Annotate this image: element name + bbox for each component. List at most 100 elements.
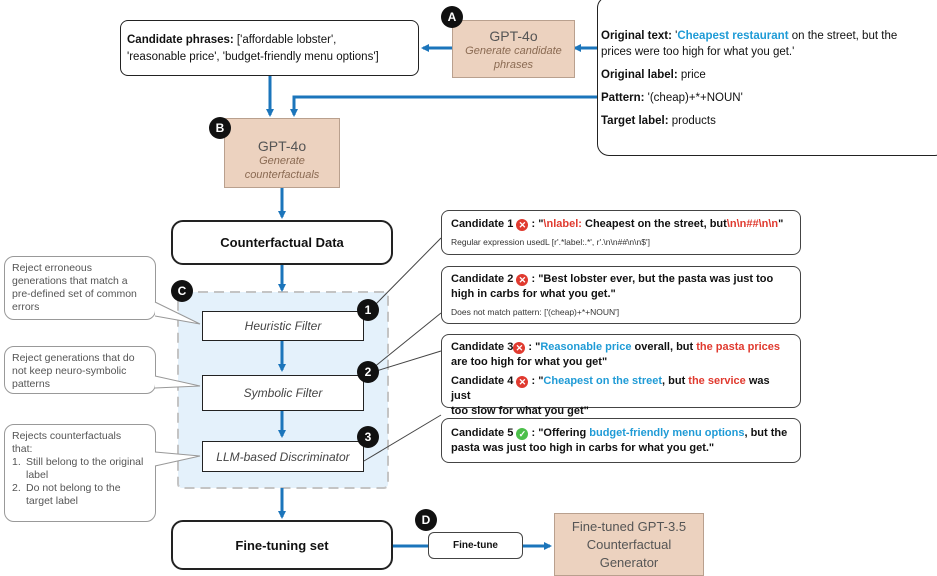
badge-3: 3 [357, 426, 379, 448]
candidate-2-line1: : "Best lobster ever, but the pasta was … [528, 273, 774, 285]
finetune-step-box: Fine-tune [428, 532, 523, 559]
original-text-quote: ' [671, 30, 678, 42]
candidate-1-red2: \n\n##\n\n [726, 218, 779, 230]
reject-x-icon: ✕ [516, 219, 529, 231]
callout-llm-num: 1. [12, 456, 21, 468]
callout-heuristic: Reject erroneous generations that match … [4, 256, 156, 320]
candidate-2-note: Does not match pattern: ['(cheap)+*+NOUN… [451, 307, 620, 317]
badge-1: 1 [357, 299, 379, 321]
generator-line1: Fine-tuned GPT-3.5 [571, 519, 687, 534]
candidate-1-sep: : " [528, 218, 544, 230]
callout-llm: Rejects counterfactuals that: 1. Still be… [4, 424, 156, 522]
target-label-value: products [668, 115, 716, 127]
badge-c: C [171, 280, 193, 302]
candidate-1-title: Candidate 1 [451, 218, 514, 230]
candidate-3-blue: Reasonable price [540, 341, 632, 353]
candidate-2-line2: high in carbs for what you get." [451, 288, 616, 300]
candidate-3-title: Candidate 3 [451, 341, 514, 353]
callout-llm-item: Still belong to the original [26, 456, 144, 468]
candidate-3-red: the pasta prices [696, 341, 781, 353]
gpt-4o-phrase-generator: GPT-4o Generate candidate phrases [452, 20, 575, 78]
llm-discriminator-label: LLM-based Discriminator [216, 449, 350, 464]
callout-symbolic-line: Reject generations that do [12, 352, 135, 364]
gpt-b-subtitle-1: Generate [259, 155, 305, 167]
gpt-b-subtitle-2: counterfactuals [244, 169, 320, 181]
original-input-box: Original text: 'Cheapest restaurant on t… [597, 0, 937, 156]
candidate-5-title: Candidate 5 [451, 427, 514, 439]
leader-symbolic-c34 [372, 350, 442, 373]
llm-discriminator: LLM-based Discriminator [202, 441, 364, 472]
leader-heuristic [372, 237, 442, 308]
original-text-highlight: Cheapest restaurant [677, 30, 789, 42]
candidate-1-mid: Cheapest on the street, but [581, 218, 727, 230]
generator-line2: Counterfactual [586, 537, 672, 552]
callout-llm-item-cont: label [26, 469, 49, 481]
candidate-1-box: Candidate 1 ✕ : "\nlabel: Cheapest on th… [441, 210, 801, 255]
candidate-phrases-label: Candidate phrases: [127, 34, 234, 46]
candidate-phrases-box: Candidate phrases: ['affordable lobster'… [120, 20, 419, 76]
candidate-1-close: " [778, 218, 784, 230]
callout-symbolic-line: patterns [12, 378, 50, 390]
leader-llm [363, 414, 442, 462]
candidate-5-sep: : "Offering [528, 427, 590, 439]
callout-llm-item-cont: target label [26, 495, 78, 507]
candidate-4-rest: was just [451, 375, 770, 402]
gpt-b-title: GPT-4o [257, 138, 307, 154]
gpt-a-title: GPT-4o [489, 28, 538, 44]
candidate-1-note: Regular expression usedL [r'.*label:.*',… [451, 237, 650, 247]
callout-symbolic: Reject generations that do not keep neur… [4, 346, 156, 394]
candidate-3-4-box: Candidate 3✕ : "Reasonable price overall… [441, 334, 801, 417]
callout-llm-head: Rejects counterfactuals [12, 430, 122, 442]
gpt-a-subtitle-2: phrases [493, 59, 534, 71]
original-label-value: price [677, 69, 706, 81]
candidate-5-line2: pasta was just too high in carbs for wha… [451, 442, 715, 454]
candidate-4-sep: : " [528, 375, 544, 387]
callout-llm-item: Do not belong to the [26, 482, 121, 494]
gpt-a-subtitle-1: Generate candidate [465, 45, 562, 57]
original-text-line2: prices were too high for what you get.' [601, 46, 795, 58]
callout-llm-head: that: [12, 443, 33, 455]
callout-heuristic-line: errors [12, 301, 40, 313]
candidate-2-box: Candidate 2 ✕ : "Best lobster ever, but … [441, 266, 801, 324]
candidate-phrases-line2: 'reasonable price', 'budget-friendly men… [127, 51, 379, 63]
finetune-step-label: Fine-tune [453, 540, 498, 551]
counterfactual-data-label: Counterfactual Data [220, 235, 344, 250]
candidate-4-line2: too slow for what you get" [451, 405, 589, 417]
callout-heuristic-line: pre-defined set of common [12, 288, 137, 300]
gpt-4o-counterfactual-generator: GPT-4o Generate counterfactuals [224, 118, 340, 188]
candidate-phrases-line1: ['affordable lobster', [233, 34, 337, 46]
callout-llm-num: 2. [12, 482, 21, 494]
pattern-label: Pattern: [601, 92, 645, 104]
original-text-label: Original text: [601, 30, 672, 42]
badge-a: A [441, 6, 463, 28]
symbolic-filter-label: Symbolic Filter [243, 386, 323, 400]
reject-x-icon: ✕ [516, 376, 529, 388]
callout-symbolic-line: not keep neuro-symbolic [12, 365, 127, 377]
badge-b: B [209, 117, 231, 139]
counterfactual-data-box: Counterfactual Data [171, 220, 393, 265]
candidate-4-red: the service [688, 375, 746, 387]
candidate-1-red1: \nlabel: [543, 218, 582, 230]
arrow-original-to-gpt-b [290, 95, 597, 117]
candidate-4-blue: Cheapest on the street [543, 375, 663, 387]
candidate-5-rest: , but the [744, 427, 788, 439]
candidate-5-blue: budget-friendly menu options [589, 427, 745, 439]
finetuning-set-box: Fine-tuning set [171, 520, 393, 570]
candidate-4-title: Candidate 4 [451, 375, 514, 387]
candidate-3-sep: : " [525, 341, 541, 353]
finetuned-generator: Fine-tuned GPT-3.5 Counterfactual Genera… [554, 513, 704, 576]
accept-check-icon: ✓ [516, 428, 529, 440]
heuristic-filter-label: Heuristic Filter [244, 319, 322, 333]
candidate-2-title: Candidate 2 [451, 273, 514, 285]
candidate-5-box: Candidate 5 ✓ : "Offering budget-friendl… [441, 418, 801, 463]
symbolic-filter: Symbolic Filter [202, 375, 364, 411]
candidate-4-mid: , but [662, 375, 689, 387]
finetuning-set-label: Fine-tuning set [235, 537, 329, 553]
original-label-label: Original label: [601, 69, 678, 81]
callout-heuristic-line: generations that match a [12, 275, 128, 287]
candidate-3-line2: are too high for what you get" [451, 356, 608, 368]
badge-d: D [415, 509, 437, 531]
target-label-label: Target label: [601, 115, 669, 127]
candidate-3-mid: overall, but [631, 341, 697, 353]
